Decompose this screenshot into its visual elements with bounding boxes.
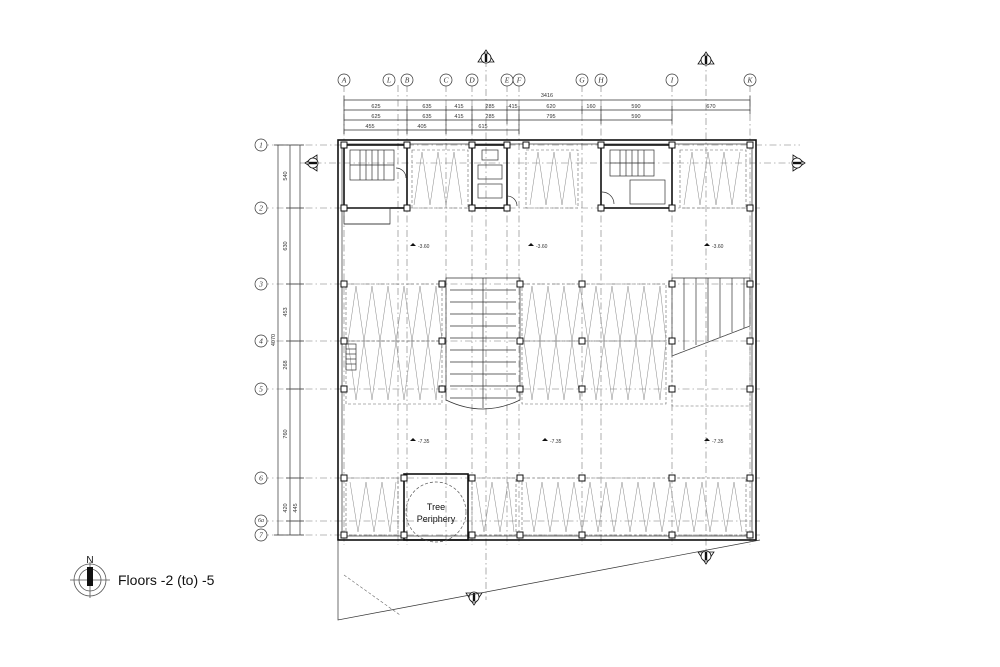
dim-r2-1: 625	[371, 114, 380, 120]
dim-left-1: 540	[283, 171, 289, 180]
grid-label-I: I	[670, 76, 674, 85]
north-label: N	[86, 555, 93, 566]
dim-r1-5: 415	[508, 104, 517, 110]
dim-r1-6: 620	[546, 104, 555, 110]
dim-left-2: 630	[283, 241, 289, 250]
floors-title: Floors -2 (to) -5	[118, 572, 215, 588]
structural-columns	[340, 141, 754, 539]
grid-bubbles-left	[254, 138, 268, 542]
grid-label-L: L	[386, 76, 391, 85]
dim-r1-8: 590	[631, 104, 640, 110]
dim-r2-3: 415	[454, 114, 463, 120]
dim-r3-1: 455	[365, 124, 374, 130]
grid-label-C: C	[443, 76, 449, 85]
level-marker-icons	[410, 243, 710, 441]
dim-r3-3: 615	[478, 124, 487, 130]
level-label-5: -7.35	[550, 439, 562, 445]
level-label-2: -3.60	[536, 244, 548, 250]
grid-label-G: G	[579, 76, 585, 85]
dim-r1-9: 670	[706, 104, 715, 110]
grid-label-K: K	[746, 76, 753, 85]
left-dimension-lines	[274, 144, 304, 536]
level-label-4: -7.35	[418, 439, 430, 445]
grid-lines	[262, 60, 800, 600]
dim-left-total: 4070	[271, 334, 277, 346]
dim-left-7: 445	[293, 503, 299, 512]
grid-label-H: H	[597, 76, 604, 85]
level-label-1: -3.60	[418, 244, 430, 250]
dim-left-5: 760	[283, 429, 289, 438]
level-label-3: -3.60	[712, 244, 724, 250]
grid-label-4: 4	[259, 337, 263, 346]
dim-r1-4: 285	[485, 104, 494, 110]
dim-r2-4: 285	[485, 114, 494, 120]
tree-label-line1: Tree	[427, 502, 445, 512]
dim-r1-2: 635	[422, 104, 431, 110]
grid-label-3: 3	[258, 280, 263, 289]
north-arrow-icon	[70, 562, 110, 598]
grid-label-1: 1	[259, 141, 263, 150]
dim-r3-2: 405	[417, 124, 426, 130]
grid-label-A: A	[341, 76, 347, 85]
top-dimension-lines	[343, 96, 751, 134]
grid-label-6: 6	[259, 474, 263, 483]
section-marker-icons	[304, 49, 806, 606]
ramps	[345, 277, 751, 410]
level-label-6: -7.35	[712, 439, 724, 445]
dim-r2-5: 795	[546, 114, 555, 120]
grid-label-6a: 6a	[258, 518, 264, 524]
parking-bays	[345, 149, 747, 536]
north-rooms	[343, 144, 673, 225]
dim-r1-7: 160	[586, 104, 595, 110]
dim-overall: 3416	[541, 93, 553, 99]
grid-label-D: D	[468, 76, 475, 85]
dim-r2-6: 590	[631, 114, 640, 120]
grid-bubbles-top	[337, 73, 757, 87]
grid-label-E: E	[504, 76, 510, 85]
tree-label-line2: Periphery	[417, 514, 456, 524]
dim-r2-2: 635	[422, 114, 431, 120]
grid-label-5: 5	[259, 385, 263, 394]
dim-r1-3: 415	[454, 104, 463, 110]
dim-left-4: 268	[283, 360, 289, 369]
dim-left-6: 420	[283, 503, 289, 512]
dim-left-3: 453	[283, 307, 289, 316]
tree-periphery	[403, 473, 469, 543]
grid-label-2: 2	[259, 204, 263, 213]
dim-r1-1: 625	[371, 104, 380, 110]
grid-label-B: B	[405, 76, 410, 85]
grid-label-F: F	[516, 76, 522, 85]
grid-label-7: 7	[259, 531, 263, 540]
